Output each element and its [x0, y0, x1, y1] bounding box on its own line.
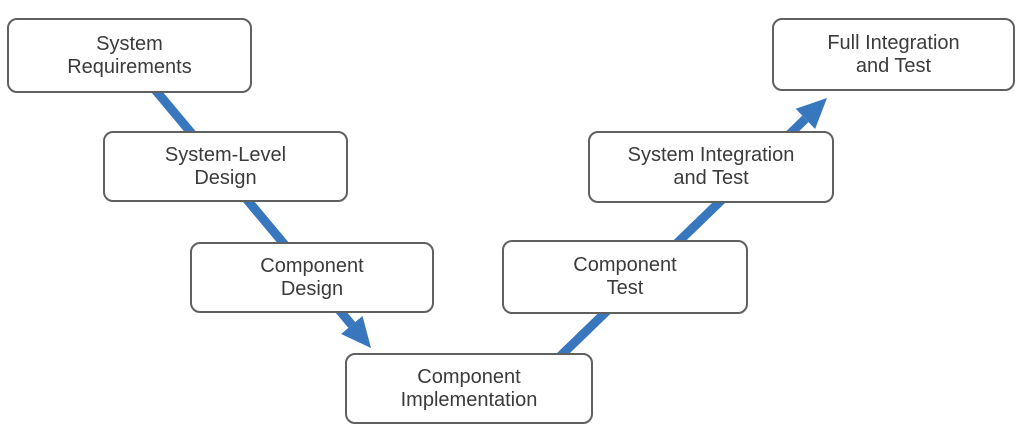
right-arrowhead-icon — [795, 98, 827, 129]
node-label: Component Design — [260, 254, 364, 300]
node-label: System Requirements — [67, 32, 192, 78]
node-component-implementation: Component Implementation — [345, 353, 593, 424]
node-full-integration-and-test: Full Integration and Test — [772, 18, 1015, 91]
node-component-design: Component Design — [190, 242, 434, 313]
node-label: Component Implementation — [400, 365, 538, 411]
node-label: Component Test — [573, 254, 677, 299]
node-component-test: Component Test — [502, 240, 748, 314]
node-label: Full Integration and Test — [827, 31, 960, 77]
node-system-integration-and-test: System Integration and Test — [588, 131, 834, 203]
node-system-level-design: System-Level Design — [103, 131, 348, 202]
node-system-requirements: System Requirements — [7, 18, 252, 93]
node-label: System Integration and Test — [627, 144, 795, 189]
node-label: System-Level Design — [164, 143, 287, 189]
left-arrowhead-icon — [341, 316, 371, 348]
